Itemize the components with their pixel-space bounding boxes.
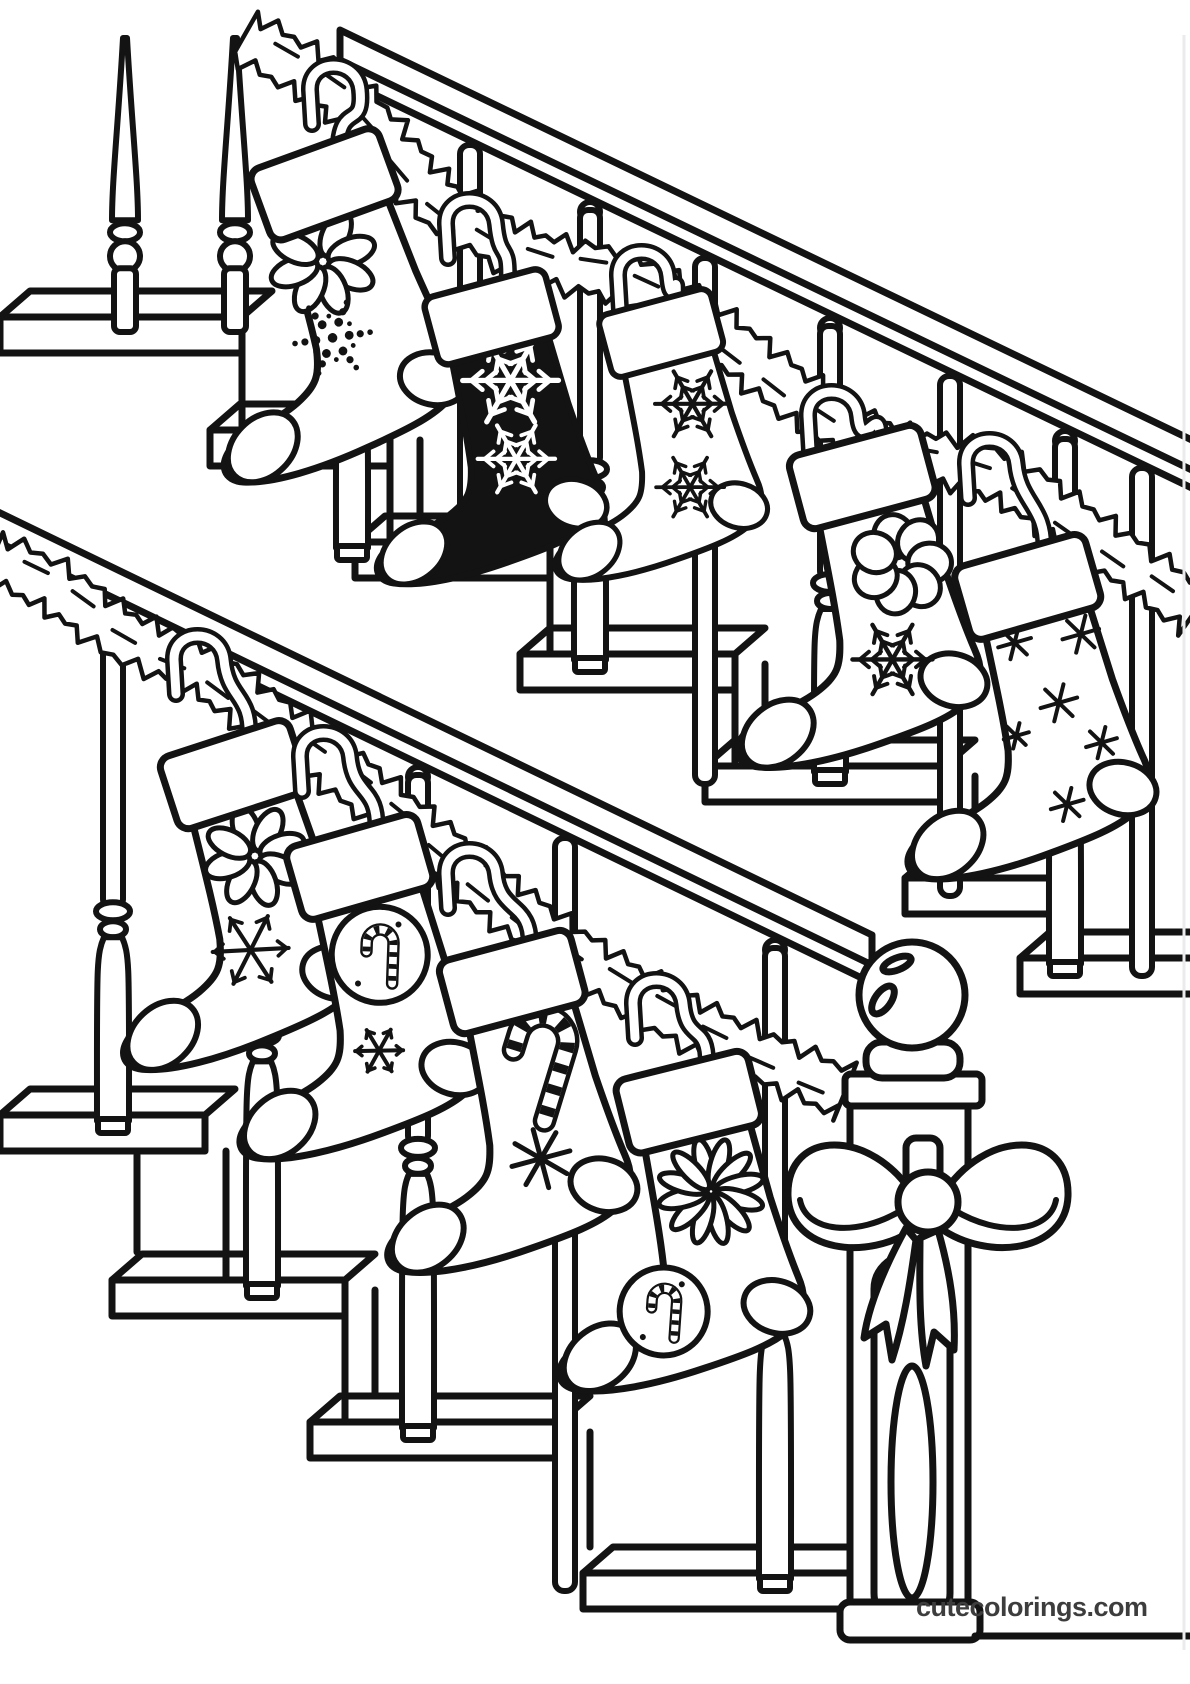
daisy8-decoration-icon xyxy=(203,804,307,908)
heel-patch xyxy=(542,476,610,532)
lower-step-3 xyxy=(579,1543,889,1613)
aster-decoration-icon xyxy=(1084,725,1119,761)
bow-knot xyxy=(894,1168,962,1236)
bow-tail-left xyxy=(860,1224,920,1364)
toe-patch xyxy=(378,518,450,587)
toe-patch xyxy=(556,519,623,583)
heel-patch xyxy=(917,650,991,711)
bow-loop-right-fold xyxy=(951,1197,1059,1231)
candy_circle-decoration-icon xyxy=(616,1264,711,1359)
aster-decoration-icon xyxy=(1038,682,1080,724)
flake_branch-decoration-icon xyxy=(653,369,732,439)
toe-patch xyxy=(124,997,202,1073)
stocking-cuff xyxy=(951,530,1105,643)
heel-patch xyxy=(708,480,771,532)
ball-highlight xyxy=(868,982,898,1018)
stocking-cuff xyxy=(283,810,437,923)
bow-loop-left-fold xyxy=(797,1197,905,1231)
heel-patch xyxy=(567,1155,641,1216)
stocking-1 xyxy=(220,57,471,486)
flake_branch-decoration-icon xyxy=(654,455,727,519)
stocking-5 xyxy=(904,431,1160,883)
stocking-cuff xyxy=(435,926,589,1038)
stocking-9 xyxy=(556,971,814,1395)
aster-decoration-icon xyxy=(1001,721,1031,751)
stocking-cuff xyxy=(596,286,727,380)
heel-patch xyxy=(1086,758,1160,819)
toe-patch xyxy=(738,696,817,771)
flake_spoke-decoration-icon xyxy=(210,913,291,986)
stocking-2 xyxy=(373,191,610,588)
toe-patch xyxy=(224,409,301,486)
flake_branch-decoration-icon xyxy=(850,622,935,697)
stocking-4 xyxy=(734,383,991,771)
flake_branch-decoration-icon xyxy=(475,423,558,495)
flake_branch-decoration-icon xyxy=(460,336,562,425)
stocking-cuff xyxy=(612,1047,765,1157)
newel-panel-oval xyxy=(887,1362,937,1602)
aster-decoration-icon xyxy=(1048,785,1086,823)
aster8-decoration-icon xyxy=(509,1127,573,1191)
stocking-cuff xyxy=(247,125,402,244)
aster-decoration-icon xyxy=(1060,613,1102,655)
snow_dots-decoration-icon xyxy=(292,299,373,377)
toe-patch xyxy=(388,1201,467,1276)
flake_spoke-decoration-icon xyxy=(353,1027,406,1074)
candycane-decoration-icon xyxy=(501,1004,580,1133)
stocking-cuff xyxy=(785,421,939,533)
toe-patch xyxy=(241,1087,319,1163)
candy_circle-decoration-icon xyxy=(328,903,431,1006)
ball-highlight xyxy=(879,952,915,976)
handrail-upper xyxy=(336,26,1190,491)
upper-step-3 xyxy=(516,624,769,694)
stocking-cuff xyxy=(421,266,562,368)
stocking-8 xyxy=(384,841,641,1276)
toe-patch xyxy=(909,807,987,883)
flower_fat-decoration-icon xyxy=(850,512,954,617)
heel-patch xyxy=(740,1277,814,1337)
bow-tail-right xyxy=(916,1226,958,1370)
upper-step-6 xyxy=(1016,928,1190,998)
lower-step-2 xyxy=(306,1392,594,1462)
tapered-baluster xyxy=(217,35,253,335)
tapered-baluster xyxy=(107,35,143,335)
stocking-3 xyxy=(552,243,771,583)
watermark-text: cutecolorings.com xyxy=(916,1592,1148,1622)
newel-post xyxy=(784,938,1190,1644)
christmas-stockings xyxy=(120,57,1160,1395)
flower12-decoration-icon xyxy=(656,1136,766,1246)
newel-base xyxy=(836,1598,984,1644)
ribbon-bow xyxy=(784,1134,1072,1370)
handrails xyxy=(0,26,1190,987)
